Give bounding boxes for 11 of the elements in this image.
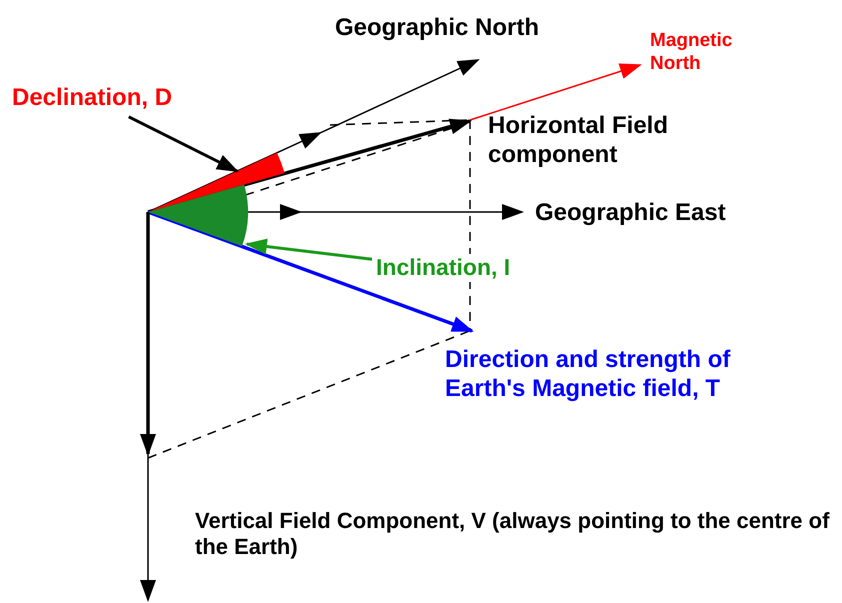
vector-label: Horizontal Field component: [488, 112, 669, 170]
vector-label: Direction and strength of Earth's Magnetic field, T: [445, 346, 732, 404]
angle-label: Inclination, I: [376, 254, 510, 282]
angle-wedge: [148, 152, 285, 212]
leader-line: [244, 238, 372, 261]
vector-label: Geographic East: [535, 199, 727, 228]
vector-label: Geographic North: [335, 14, 540, 43]
vector-label: Magnetic North: [650, 30, 734, 76]
vector-label: Vertical Field Component, V (always pointing to the centre of the Earth): [195, 508, 830, 561]
leader-line: [128, 115, 239, 172]
angle-wedge: [148, 184, 248, 246]
